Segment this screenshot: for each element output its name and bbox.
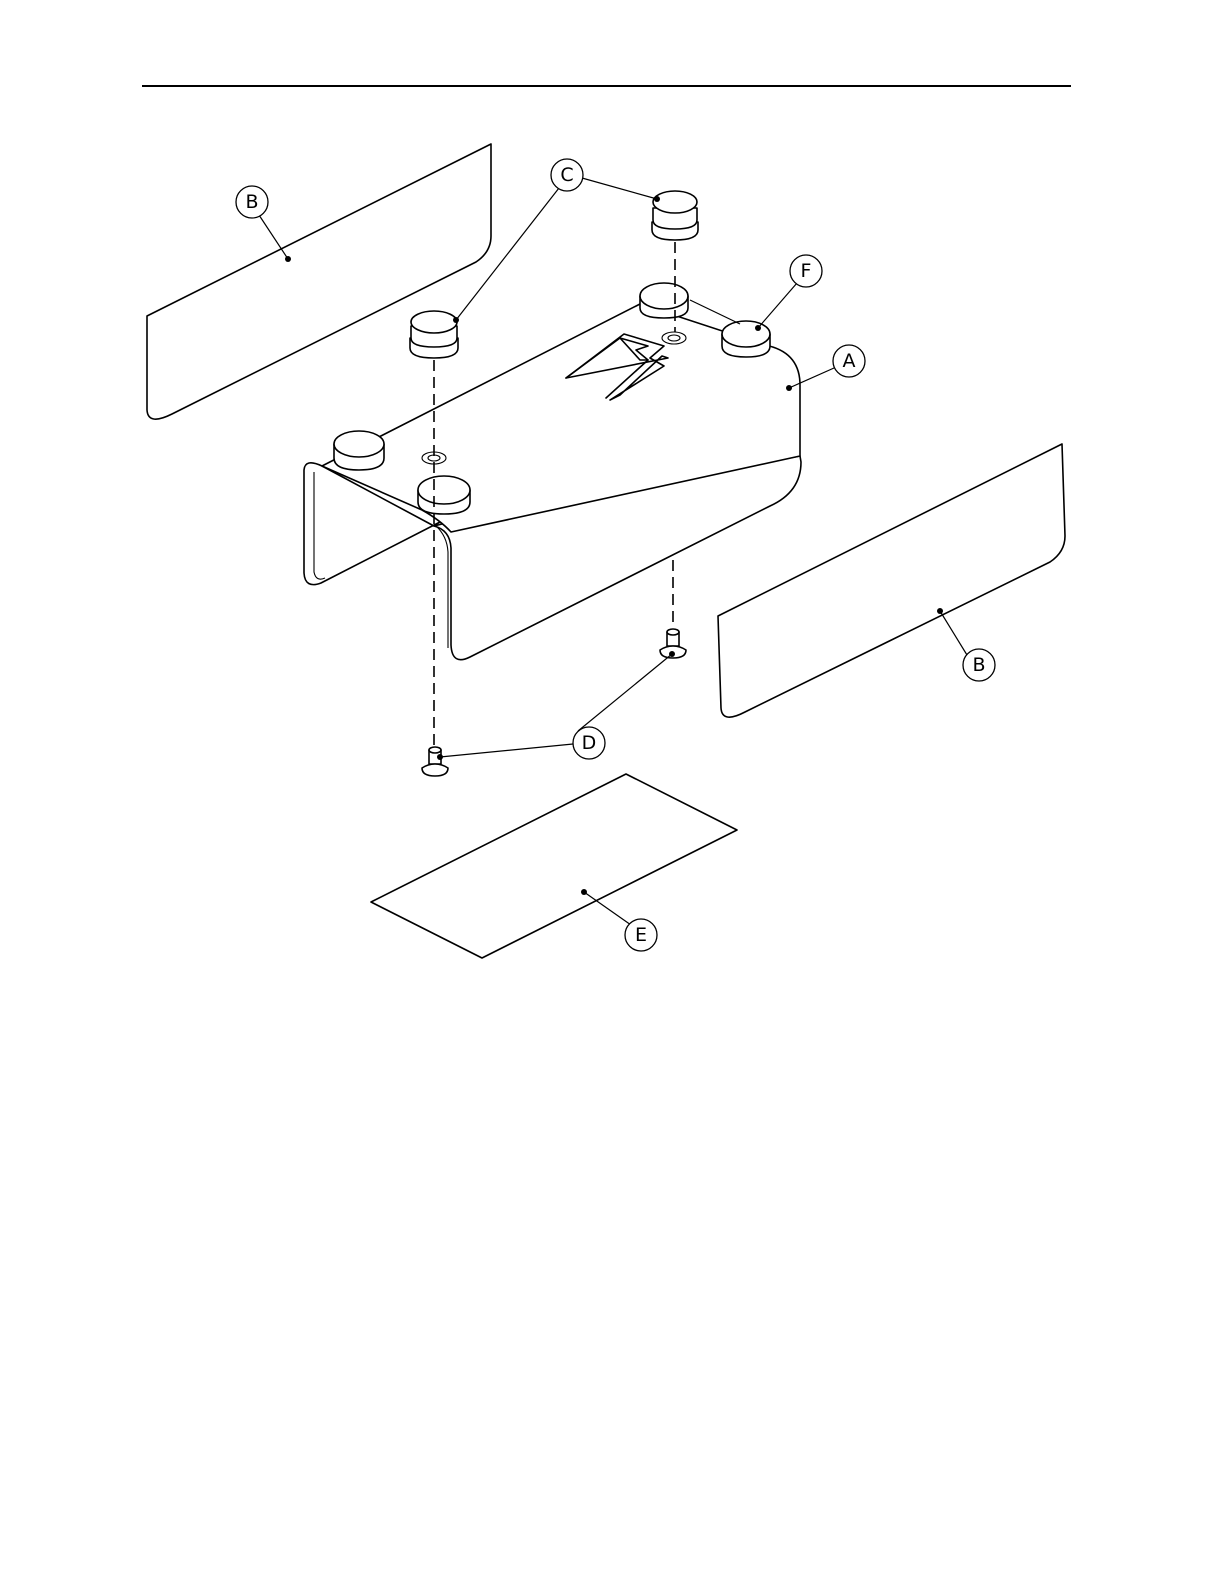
part-e-pad bbox=[371, 774, 737, 958]
part-b-panel-top bbox=[147, 144, 491, 419]
part-f-foot-back bbox=[640, 283, 688, 318]
callout-f-label: F bbox=[801, 260, 812, 282]
callout-a: A bbox=[833, 345, 865, 377]
part-d-screw-left bbox=[422, 747, 448, 776]
callout-c: C bbox=[551, 159, 583, 191]
part-a-bracket bbox=[304, 304, 801, 660]
callout-e: E bbox=[625, 919, 657, 951]
callout-c-label: C bbox=[560, 164, 573, 186]
callout-b-right: B bbox=[963, 649, 995, 681]
part-c-foot-left bbox=[410, 311, 458, 358]
part-f-foot-left bbox=[334, 431, 384, 470]
part-f-foot-front bbox=[418, 476, 470, 514]
callout-b-top: B bbox=[236, 186, 268, 218]
part-f-foot-right bbox=[722, 321, 770, 357]
callout-e-label: E bbox=[635, 924, 647, 946]
callout-d-label: D bbox=[582, 732, 597, 754]
callout-d: D bbox=[573, 727, 605, 759]
callout-f: F bbox=[790, 255, 822, 287]
callout-b-right-label: B bbox=[972, 654, 985, 676]
callout-a-label: A bbox=[843, 350, 856, 372]
callout-b-top-label: B bbox=[245, 191, 258, 213]
